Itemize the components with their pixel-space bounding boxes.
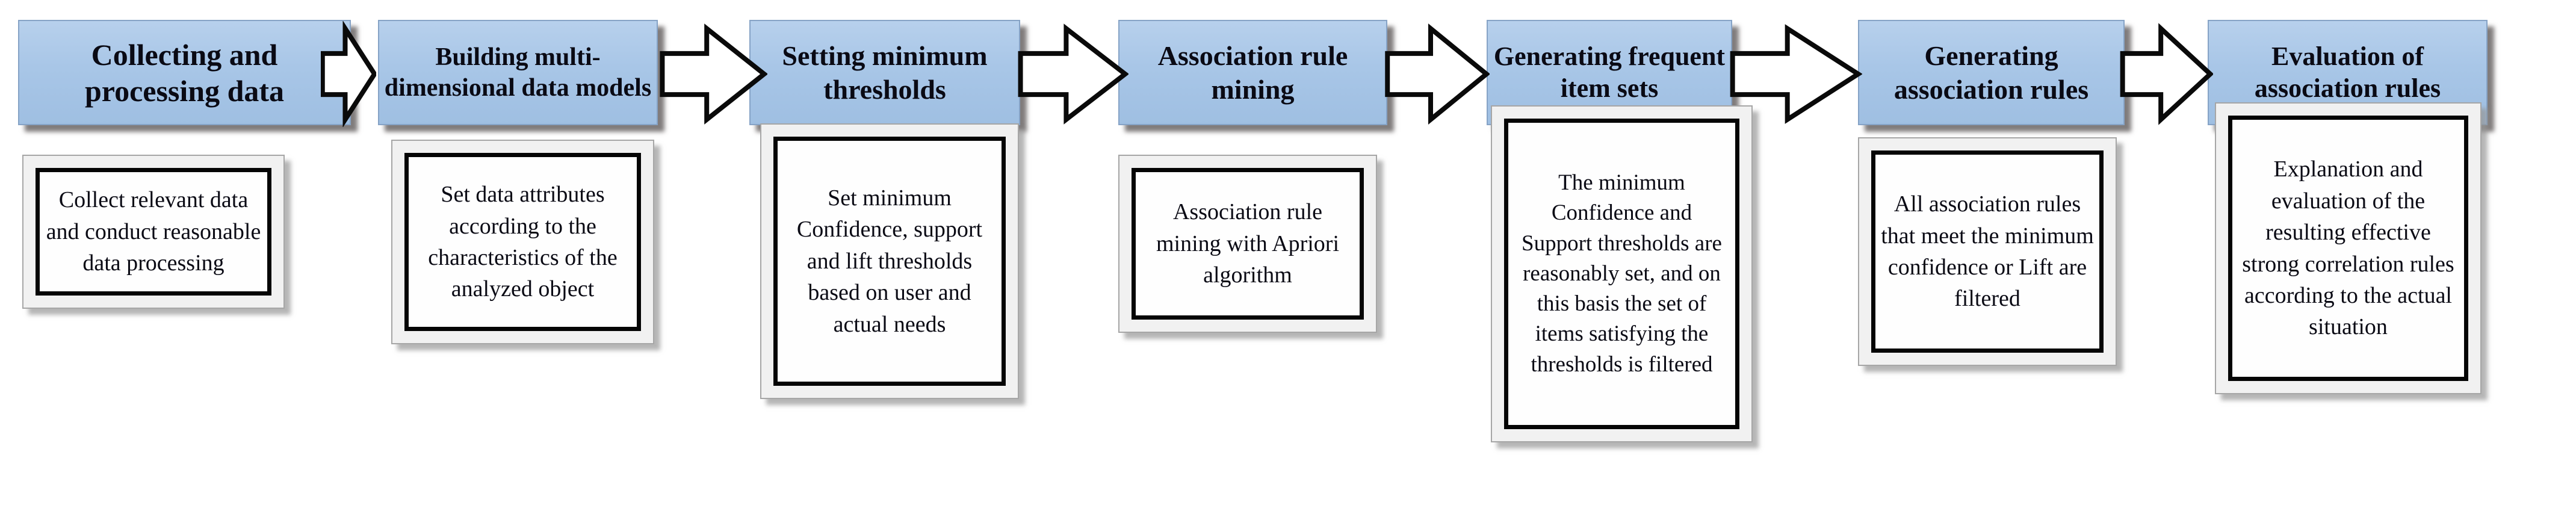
step-3-description: Set minimum Confidence, support and lift… bbox=[796, 185, 983, 337]
step-1-header: Collecting and processing data bbox=[18, 20, 351, 125]
step-4-description-frame: Association rule mining with Apriori alg… bbox=[1118, 155, 1377, 333]
step-2-title: Building multi- dimensional data models bbox=[384, 43, 652, 102]
step-5-description-frame: The minimum Confidence and Support thres… bbox=[1491, 105, 1753, 442]
arrow-right-icon bbox=[1729, 21, 1862, 127]
step-5-description: The minimum Confidence and Support thres… bbox=[1522, 170, 1722, 377]
step-5-description-box: The minimum Confidence and Support thres… bbox=[1504, 119, 1739, 429]
arrow-right-icon bbox=[321, 21, 376, 127]
step-6: Generating association rules All associa… bbox=[1858, 0, 2125, 508]
step-3: Setting minimum thresholds Set minimum C… bbox=[749, 0, 1020, 508]
step-3-header: Setting minimum thresholds bbox=[749, 20, 1020, 125]
step-2-description-frame: Set data attributes according to the cha… bbox=[391, 140, 654, 344]
step-7-title: Evaluation of association rules bbox=[2254, 41, 2441, 103]
step-3-description-box: Set minimum Confidence, support and lift… bbox=[773, 137, 1006, 386]
step-4: Association rule mining Association rule… bbox=[1118, 0, 1387, 508]
step-3-description-frame: Set minimum Confidence, support and lift… bbox=[760, 123, 1019, 399]
step-2: Building multi- dimensional data models … bbox=[378, 0, 658, 508]
step-1: Collecting and processing data Collect r… bbox=[18, 0, 351, 508]
step-3-title: Setting minimum thresholds bbox=[782, 40, 988, 105]
step-1-description-box: Collect relevant data and conduct reason… bbox=[36, 168, 271, 296]
step-7-description: Explanation and evaluation of the result… bbox=[2242, 156, 2454, 340]
step-6-description-box: All association rules that meet the mini… bbox=[1871, 150, 2104, 353]
step-4-header: Association rule mining bbox=[1118, 20, 1387, 125]
step-6-description-frame: All association rules that meet the mini… bbox=[1858, 137, 2117, 366]
step-2-description-box: Set data attributes according to the cha… bbox=[404, 153, 641, 331]
step-7-description-box: Explanation and evaluation of the result… bbox=[2228, 116, 2468, 381]
arrow-right-icon bbox=[659, 21, 767, 127]
arrow-right-icon bbox=[1017, 21, 1129, 127]
step-1-title: Collecting and processing data bbox=[84, 37, 285, 108]
step-5: Generating frequent item sets The minimu… bbox=[1487, 0, 1753, 508]
step-4-description-box: Association rule mining with Apriori alg… bbox=[1132, 168, 1364, 320]
arrow-right-icon bbox=[2120, 21, 2213, 127]
step-7-description-frame: Explanation and evaluation of the result… bbox=[2215, 102, 2482, 394]
step-6-title: Generating association rules bbox=[1893, 40, 2089, 105]
step-2-header: Building multi- dimensional data models bbox=[378, 20, 658, 125]
step-1-description-frame: Collect relevant data and conduct reason… bbox=[22, 155, 285, 309]
step-6-header: Generating association rules bbox=[1858, 20, 2125, 125]
step-4-description: Association rule mining with Apriori alg… bbox=[1156, 199, 1339, 288]
arrow-right-icon bbox=[1384, 21, 1490, 127]
step-5-title: Generating frequent item sets bbox=[1493, 41, 1726, 103]
step-1-description: Collect relevant data and conduct reason… bbox=[46, 187, 261, 276]
step-7: Evaluation of association rules Explanat… bbox=[2208, 0, 2488, 508]
step-6-description: All association rules that meet the mini… bbox=[1881, 191, 2094, 312]
step-4-title: Association rule mining bbox=[1157, 40, 1348, 105]
step-2-description: Set data attributes according to the cha… bbox=[428, 182, 618, 302]
